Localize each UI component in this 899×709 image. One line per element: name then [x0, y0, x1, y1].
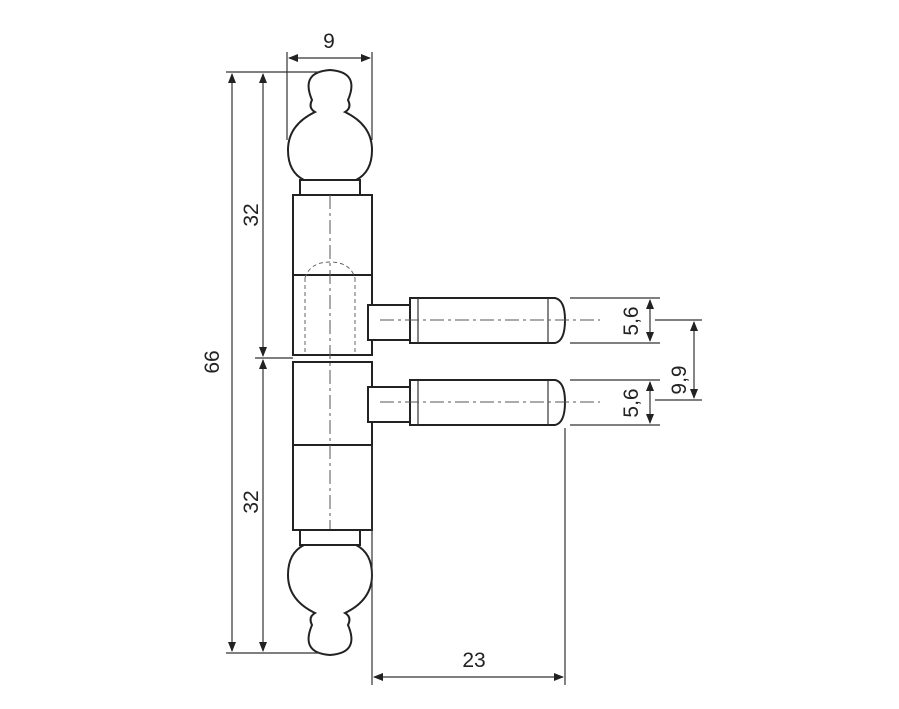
dim-lower-half: 32 — [240, 490, 263, 513]
top-collar — [299, 179, 361, 196]
dim-lower-pin-diameter: 5,6 — [620, 388, 643, 417]
dim-upper-half: 32 — [240, 203, 263, 226]
dim-pin-spacing: 9,9 — [668, 365, 691, 394]
dimension-lines — [226, 52, 702, 685]
dimension-labels: 9 66 32 32 23 5,6 5,6 9,9 — [201, 30, 691, 672]
upper-pin — [367, 297, 600, 344]
barrel-segment — [292, 194, 373, 276]
top-finial — [286, 68, 374, 181]
lower-pin — [367, 379, 600, 426]
bottom-collar — [299, 529, 361, 546]
barrel-segment — [292, 361, 373, 446]
barrel-segment — [292, 274, 373, 356]
dim-total-height: 66 — [201, 350, 224, 373]
dim-pin-length: 23 — [462, 649, 485, 672]
dim-upper-pin-diameter: 5,6 — [620, 306, 643, 335]
bottom-finial — [286, 544, 374, 657]
dim-top-width: 9 — [323, 30, 335, 53]
hinge-body — [286, 68, 600, 657]
barrel-segment — [292, 444, 373, 531]
